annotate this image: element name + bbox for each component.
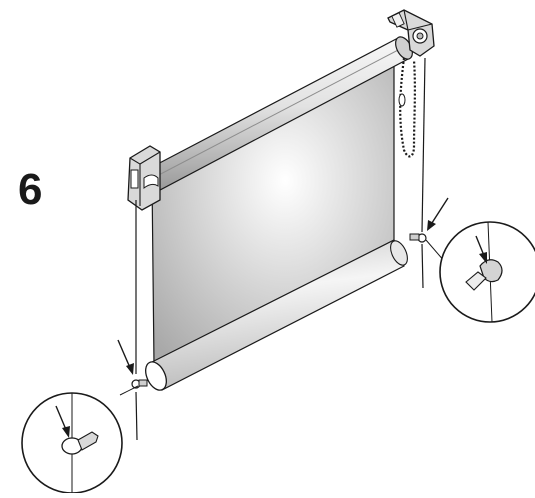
bracket-right-icon [387,9,435,57]
step-number: 6 [18,165,43,214]
cord-anchor-right-icon [409,233,427,243]
roller-tube [149,36,413,191]
tension-cord [135,57,426,441]
bottom-rail [145,239,408,391]
detail-magnifier-left [21,385,139,494]
detail-magnifier-right [425,221,535,323]
cord-anchor-left-icon [131,379,148,389]
bracket-left-icon [127,145,161,211]
bead-chain-icon [398,57,416,158]
pointer-arrow-left-icon [117,339,134,375]
pointer-arrow-right-icon [427,197,449,231]
